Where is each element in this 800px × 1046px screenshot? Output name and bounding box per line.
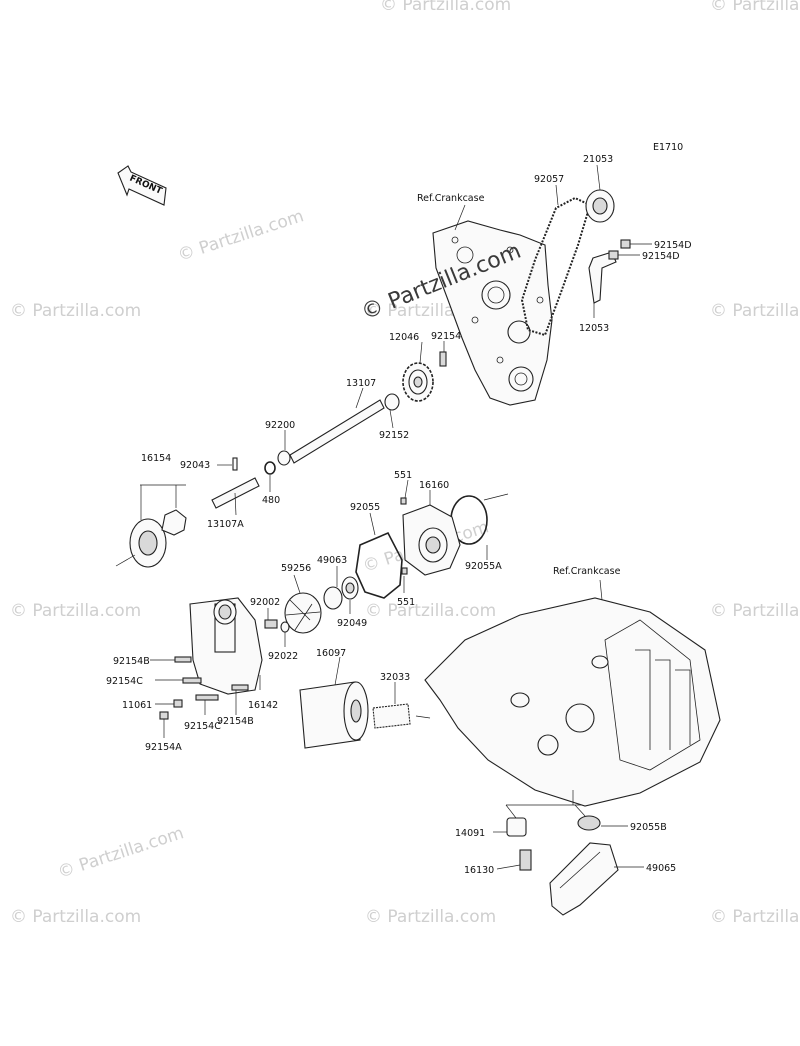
watermark: © Partzilla.com bbox=[10, 601, 141, 621]
part-label-21053: 21053 bbox=[583, 154, 613, 165]
circlip-icon bbox=[264, 461, 276, 475]
rotor bbox=[115, 509, 187, 568]
chain-guide bbox=[588, 251, 617, 304]
part-label-92154D: 92154D bbox=[654, 240, 692, 251]
pump-shaft bbox=[289, 399, 385, 464]
watermark: © Partzilla.com bbox=[365, 601, 496, 621]
part-label-13107A: 13107A bbox=[207, 519, 244, 530]
gasket-icon bbox=[355, 531, 403, 599]
part-label-16130: 16130 bbox=[464, 865, 494, 876]
part-label-11061: 11061 bbox=[122, 700, 152, 711]
dowel-pin-icon bbox=[401, 567, 408, 575]
cam-chain bbox=[520, 196, 592, 337]
bolt-icon bbox=[608, 250, 640, 260]
part-label-92055A: 92055A bbox=[465, 561, 502, 572]
part-label-12046: 12046 bbox=[389, 332, 419, 343]
part-label-49063: 49063 bbox=[317, 555, 347, 566]
part-label-92022: 92022 bbox=[268, 651, 298, 662]
watermark: © Partzilla.com bbox=[365, 907, 496, 927]
watermark: © Partzilla.com bbox=[710, 301, 800, 321]
pump-housing bbox=[402, 504, 461, 576]
part-label-32033: 32033 bbox=[380, 672, 410, 683]
part-label-480: 480 bbox=[262, 495, 280, 506]
watermark: © Partzilla.com bbox=[710, 601, 800, 621]
washer-icon bbox=[280, 621, 290, 633]
washer-icon bbox=[384, 393, 400, 411]
oil-pipe bbox=[372, 703, 411, 729]
watermark: © Partzilla.com bbox=[10, 907, 141, 927]
watermark: © Partzilla.com bbox=[55, 823, 186, 883]
oil-pipe-14091 bbox=[506, 817, 527, 837]
dowel-pin-icon bbox=[400, 497, 407, 505]
watermark-layer: © Partzilla.com © Partzilla.com © Partzi… bbox=[10, 0, 800, 927]
impeller bbox=[284, 592, 322, 634]
ref-crankcase-label: Ref.Crankcase bbox=[417, 193, 485, 204]
bolt-icon bbox=[620, 239, 652, 249]
part-label-49065: 49065 bbox=[646, 863, 676, 874]
bolt-icon bbox=[439, 351, 447, 367]
part-label-92049: 92049 bbox=[337, 618, 367, 629]
pin-icon bbox=[232, 457, 238, 471]
pump-shaft-a bbox=[211, 477, 260, 509]
watermark: © Partzilla.com bbox=[710, 0, 800, 15]
bolt-icon bbox=[195, 694, 219, 701]
part-label-551: 551 bbox=[397, 597, 415, 608]
bolt-icon bbox=[182, 677, 202, 684]
part-label-551: 551 bbox=[394, 470, 412, 481]
part-label-92154: 92154 bbox=[431, 331, 461, 342]
part-labels: 21053 92057 92154D 92154D 12053 12046 92… bbox=[106, 154, 692, 876]
pump-sprocket bbox=[402, 362, 434, 402]
part-label-12053: 12053 bbox=[579, 323, 609, 334]
part-label-92152: 92152 bbox=[379, 430, 409, 441]
plug-icon bbox=[519, 849, 532, 871]
part-label-16097: 16097 bbox=[316, 648, 346, 659]
front-arrow-icon: FRONT bbox=[117, 165, 167, 206]
seal-icon bbox=[323, 586, 343, 610]
bolt-icon bbox=[264, 619, 278, 629]
part-label-14091: 14091 bbox=[455, 828, 485, 839]
crankcase-cover bbox=[432, 220, 553, 406]
part-label-16142: 16142 bbox=[248, 700, 278, 711]
bearing-inner bbox=[345, 582, 355, 594]
part-label-92154A: 92154A bbox=[145, 742, 182, 753]
oil-filter bbox=[299, 681, 369, 749]
pump-cover bbox=[189, 597, 263, 695]
part-label-92154D: 92154D bbox=[642, 251, 680, 262]
ref-crankcase-label: Ref.Crankcase bbox=[553, 566, 621, 577]
sprocket-21053 bbox=[585, 189, 615, 223]
leader-lines bbox=[140, 164, 644, 870]
part-label-92154C: 92154C bbox=[184, 721, 221, 732]
watermark: © Partzilla.com bbox=[710, 907, 800, 927]
oil-strainer bbox=[549, 842, 619, 916]
watermark: © Partzilla.com bbox=[175, 206, 306, 266]
part-label-92154C: 92154C bbox=[106, 676, 143, 687]
part-label-92043: 92043 bbox=[180, 460, 210, 471]
bolt-icon bbox=[231, 684, 249, 691]
part-label-13107: 13107 bbox=[346, 378, 376, 389]
bolt-icon bbox=[159, 711, 169, 720]
part-label-59256: 59256 bbox=[281, 563, 311, 574]
part-label-92002: 92002 bbox=[250, 597, 280, 608]
part-label-92057: 92057 bbox=[534, 174, 564, 185]
bolt-icon bbox=[174, 656, 192, 663]
part-label-92154B: 92154B bbox=[113, 656, 150, 667]
crankcase-lower bbox=[424, 597, 721, 807]
bolt-icon bbox=[173, 699, 183, 708]
part-label-16154: 16154 bbox=[141, 453, 171, 464]
watermark: © Partzilla.com bbox=[10, 301, 141, 321]
part-label-92200: 92200 bbox=[265, 420, 295, 431]
part-label-92154B: 92154B bbox=[217, 716, 254, 727]
watermark: © Partzilla.com bbox=[380, 0, 511, 15]
o-ring-icon bbox=[577, 815, 601, 831]
part-label-92055B: 92055B bbox=[630, 822, 667, 833]
diagram-code: E1710 bbox=[653, 142, 683, 153]
washer-icon bbox=[277, 450, 291, 466]
part-label-16160: 16160 bbox=[419, 480, 449, 491]
part-label-92055: 92055 bbox=[350, 502, 380, 513]
